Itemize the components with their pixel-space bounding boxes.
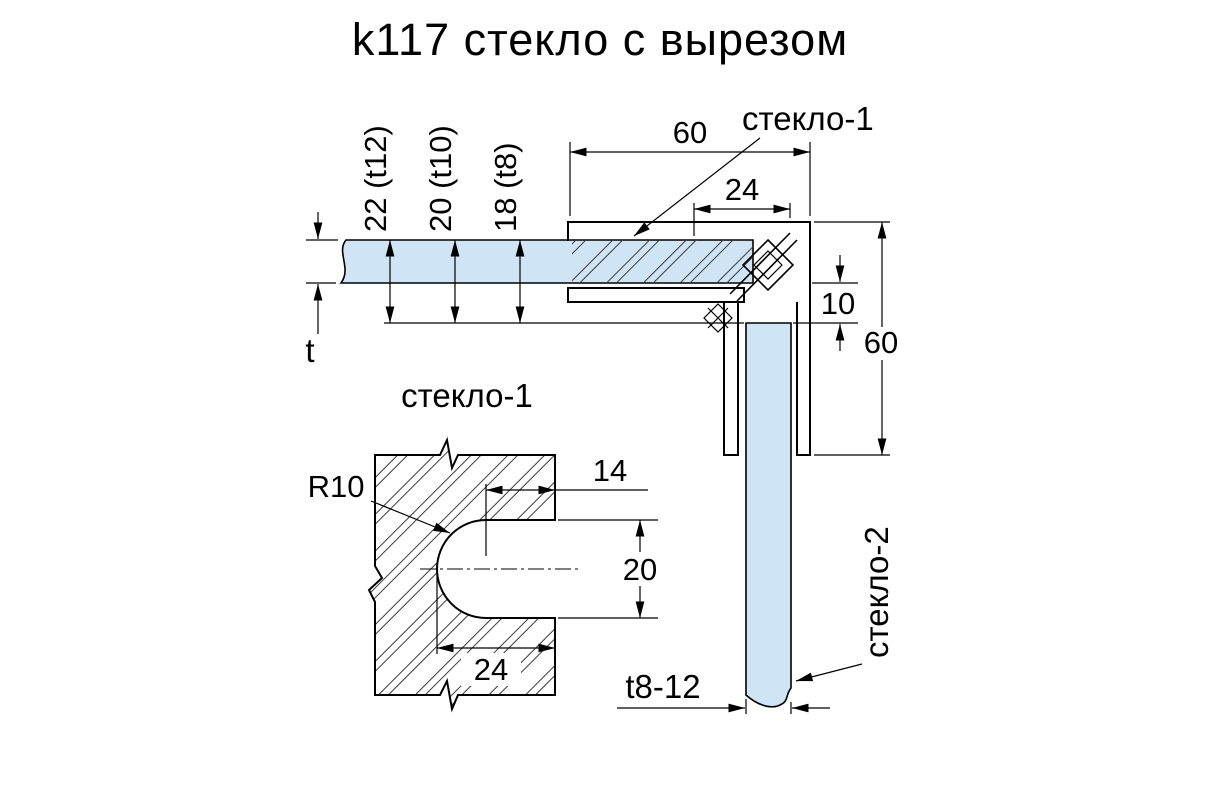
dim-thickness-t8: 18 (t8) — [488, 142, 523, 232]
thickness-dimensions: 22 (t12) 20 (t10) 18 (t8) — [358, 125, 744, 324]
main-view: 22 (t12) 20 (t10) 18 (t8) 60 24 стекло-1 — [305, 100, 903, 714]
dim-cutout-24-text: 24 — [725, 172, 759, 207]
dim-height-60: 60 — [814, 221, 903, 456]
detail-view: стекло-1 14 20 24 — [308, 377, 664, 713]
dim-t8-12: t8-12 — [617, 668, 830, 714]
dim-text-mask — [461, 653, 521, 686]
dim-width-60-text: 60 — [673, 115, 707, 150]
glass-2-panel — [745, 322, 792, 708]
glass-1-callout: стекло-1 — [633, 100, 874, 237]
glass-2-callout: стекло-2 — [795, 526, 895, 682]
dim-t-text: t — [305, 332, 314, 369]
dim-detail-20-text: 20 — [623, 552, 657, 587]
dim-detail-20: 20 — [558, 519, 664, 619]
dim-detail-r10-text: R10 — [308, 469, 365, 504]
dim-text-mask — [616, 552, 664, 586]
dim-detail-14: 14 — [485, 453, 648, 556]
dim-glass-thickness-t: t — [305, 212, 338, 369]
detail-glass-hatch — [369, 440, 555, 709]
drawing-title: k117 стекло с вырезом — [352, 14, 848, 65]
dim-detail-24: 24 — [436, 572, 555, 687]
dim-gap-10: 10 — [793, 255, 858, 351]
dim-width-60: 60 — [569, 115, 811, 216]
dim-gap-10-text: 10 — [821, 286, 855, 321]
dim-detail-r10: R10 — [308, 469, 451, 534]
corner-bracket — [567, 221, 811, 456]
glass-1-section-hatch — [572, 240, 753, 283]
glass-2-label: стекло-2 — [858, 526, 895, 658]
dim-thickness-t12: 22 (t12) — [358, 125, 393, 232]
dim-cutout-24: 24 — [693, 172, 791, 236]
dim-detail-24-text: 24 — [474, 652, 508, 687]
dim-text-mask — [861, 327, 903, 360]
dim-detail-14-text: 14 — [593, 453, 627, 488]
dim-height-60-text: 60 — [864, 325, 898, 360]
dim-t8-12-text: t8-12 — [625, 668, 700, 705]
glass-1-label: стекло-1 — [742, 100, 874, 137]
screw-cross — [703, 303, 733, 333]
dim-thickness-t10: 20 (t10) — [423, 125, 458, 232]
detail-title: стекло-1 — [401, 377, 533, 414]
